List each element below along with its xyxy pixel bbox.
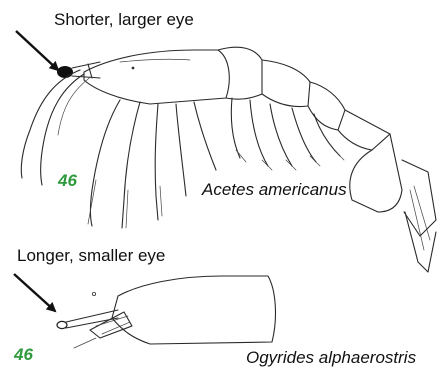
arrow-to-large-eye	[16, 31, 58, 70]
top-eye-label: Shorter, larger eye	[54, 11, 194, 28]
bottom-eye-label: Longer, smaller eye	[17, 247, 165, 264]
small-eye	[57, 310, 118, 329]
bottom-plate-number: 46	[14, 346, 33, 363]
bottom-species-name: Ogyrides alphaerostris	[246, 349, 416, 366]
ogyrides-alphaerostris-drawing	[14, 274, 275, 348]
large-eye	[57, 62, 100, 78]
top-plate-number: 46	[58, 172, 77, 189]
acetes-americanus-drawing	[16, 31, 436, 272]
top-species-name: Acetes americanus	[202, 181, 347, 198]
arrow-to-small-eye	[14, 274, 55, 311]
